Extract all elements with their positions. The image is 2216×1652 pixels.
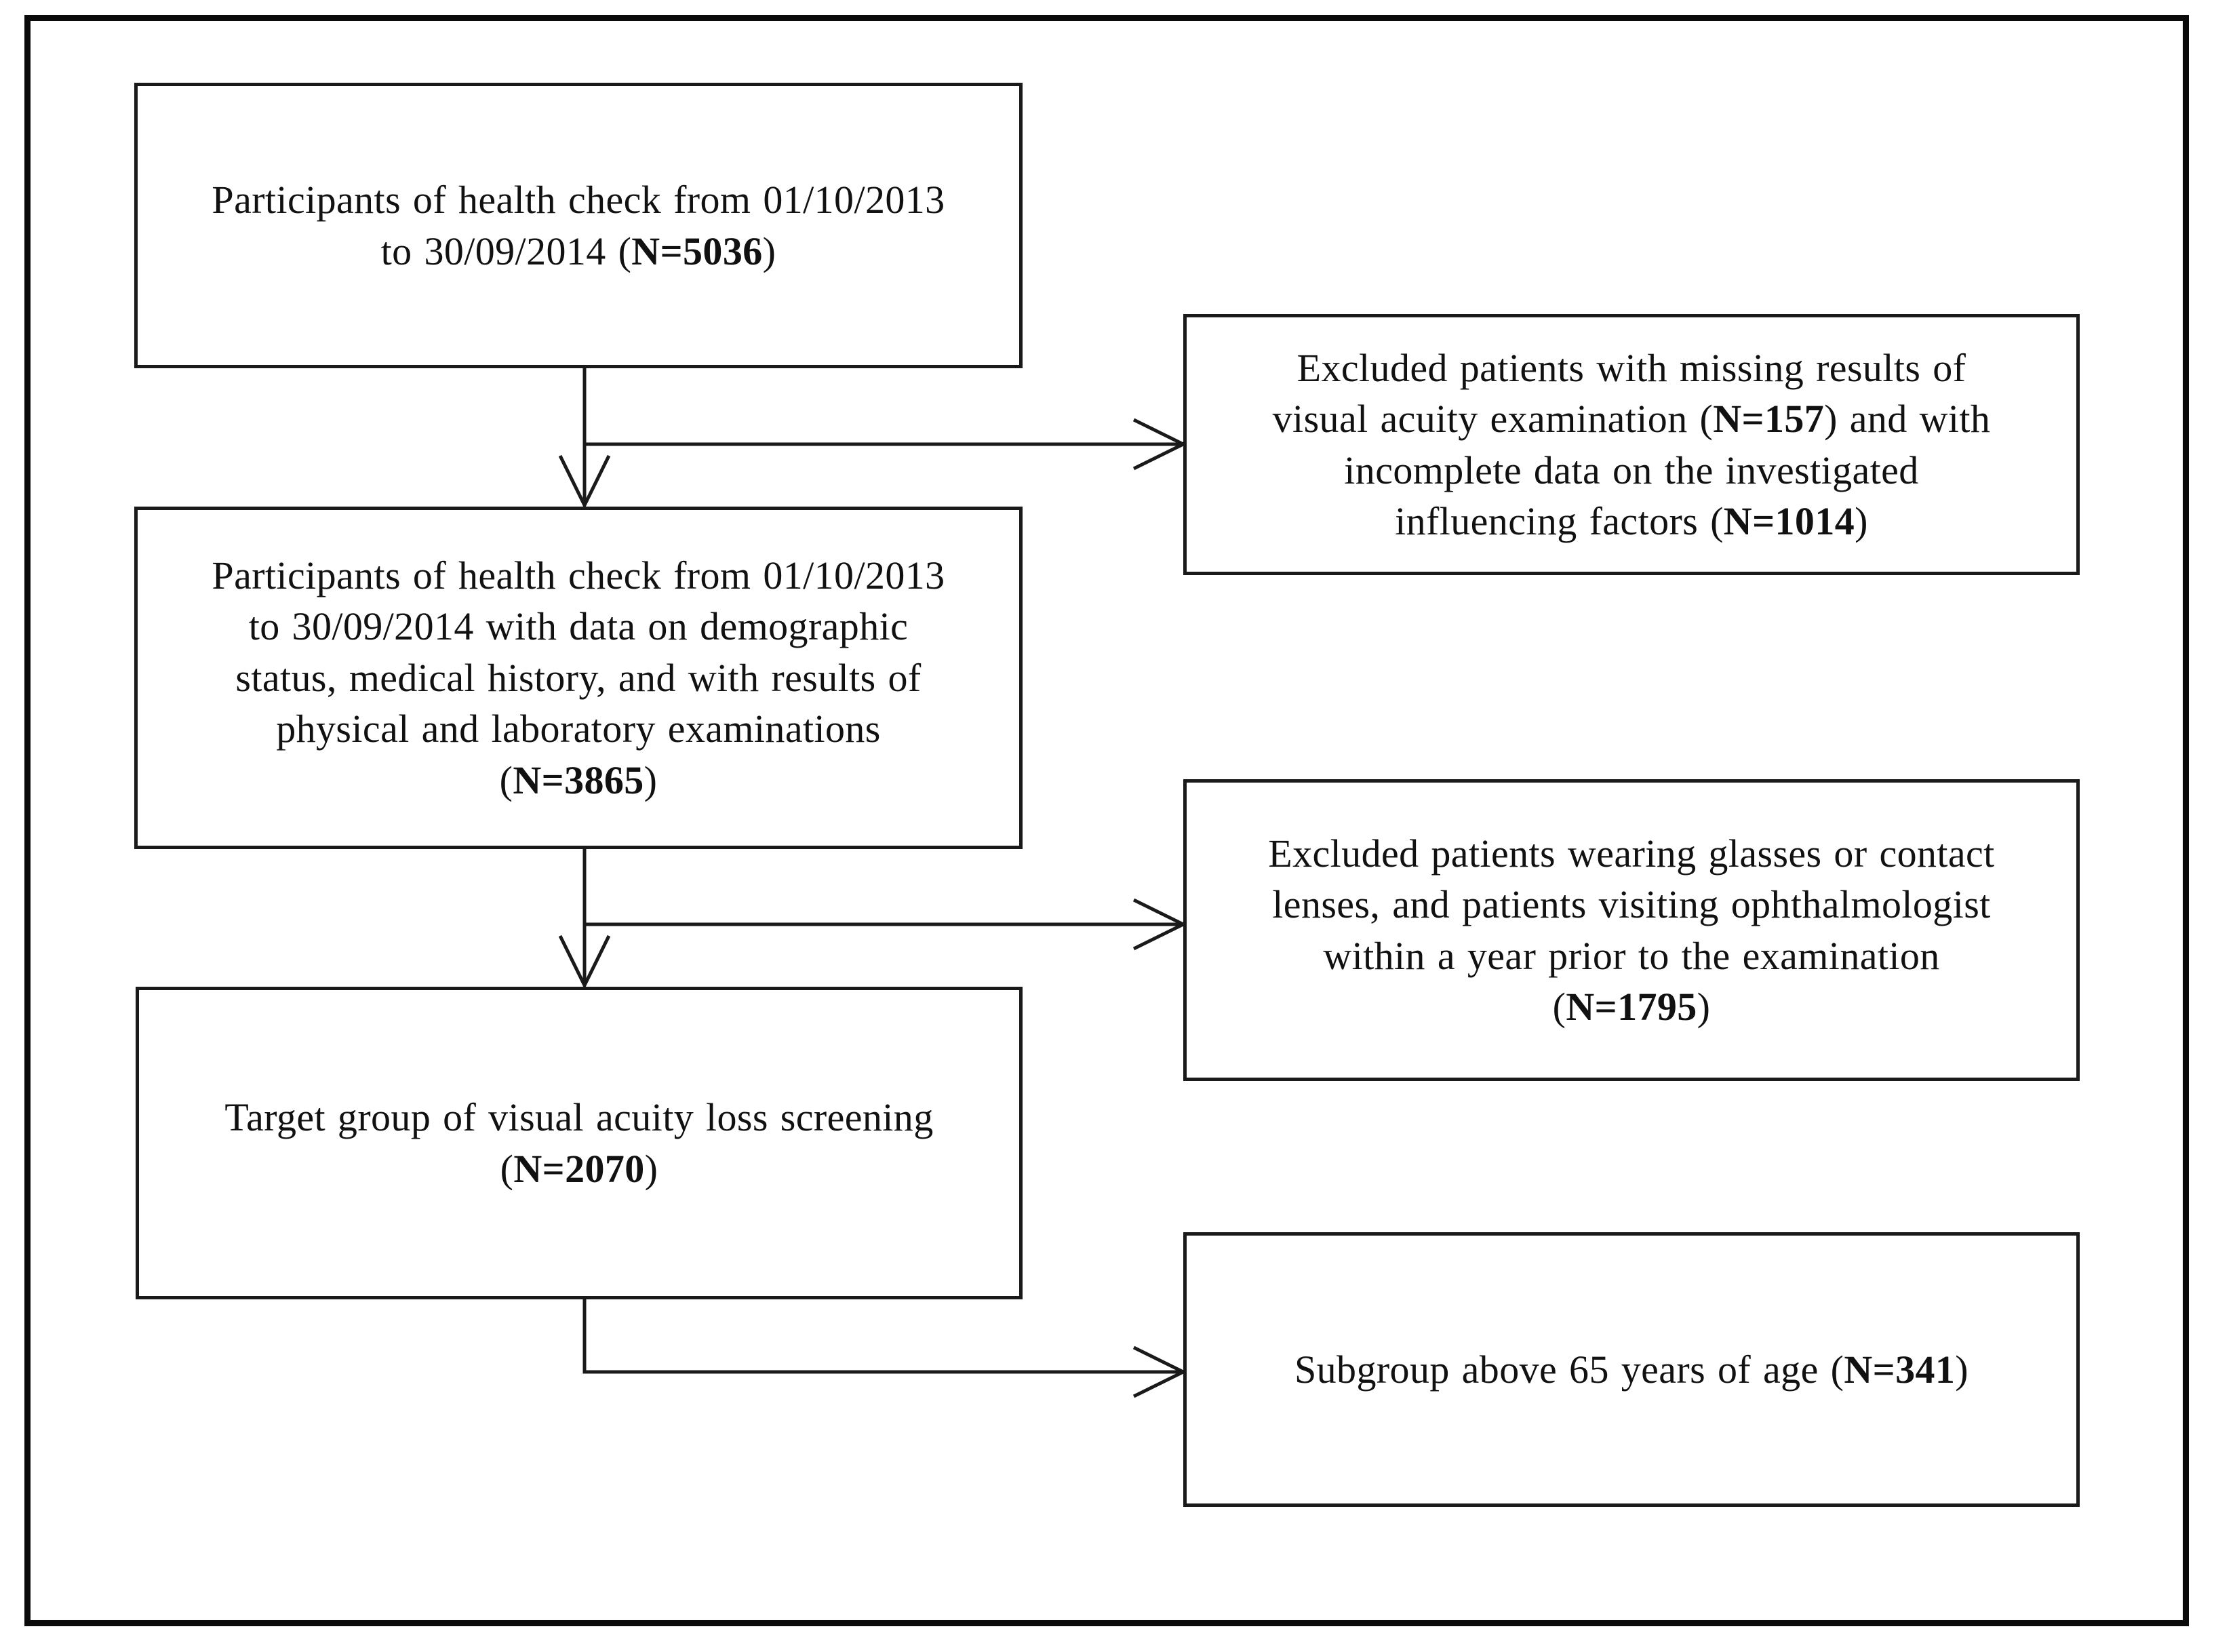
- node-participants-initial: Participants of health check from 01/10/…: [134, 83, 1023, 368]
- node-excluded-missing-label: Excluded patients with missing results o…: [1272, 345, 1991, 543]
- node-target-group-label: Target group of visual acuity loss scree…: [224, 1095, 934, 1191]
- node-excluded-glasses: Excluded patients wearing glasses or con…: [1183, 779, 2080, 1081]
- node-participants-complete: Participants of health check from 01/10/…: [134, 507, 1023, 849]
- node-excluded-missing: Excluded patients with missing results o…: [1183, 314, 2080, 575]
- node-subgroup-elderly-label: Subgroup above 65 years of age (N=341): [1294, 1347, 1968, 1392]
- node-target-group: Target group of visual acuity loss scree…: [136, 987, 1023, 1299]
- node-excluded-glasses-label: Excluded patients wearing glasses or con…: [1268, 831, 1995, 1029]
- node-subgroup-elderly: Subgroup above 65 years of age (N=341): [1183, 1232, 2080, 1507]
- node-participants-complete-label: Participants of health check from 01/10/…: [212, 553, 945, 802]
- node-participants-initial-label: Participants of health check from 01/10/…: [212, 178, 945, 273]
